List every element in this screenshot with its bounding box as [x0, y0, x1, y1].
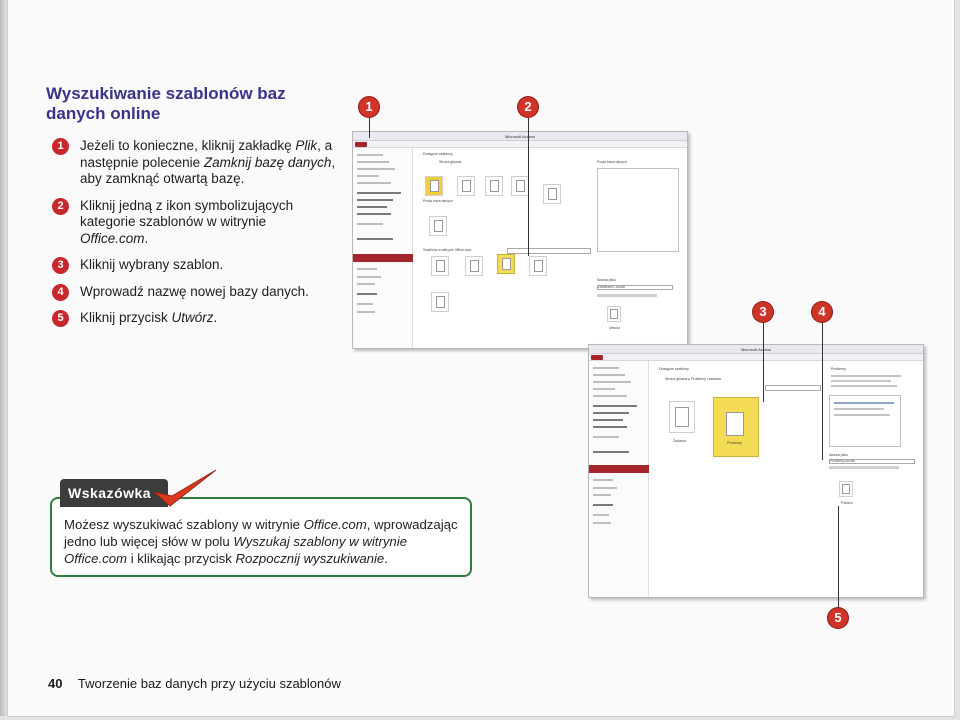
page-footer: 40 Tworzenie baz danych przy użyciu szab… — [48, 676, 341, 691]
backstage-menu — [589, 361, 649, 597]
leader-line-5 — [838, 506, 839, 608]
backstage-menu — [353, 148, 413, 348]
search-office-templates-input[interactable] — [507, 248, 591, 254]
tip-box — [50, 497, 472, 577]
office-templates-label: Szablony w witrynie Office.com — [423, 248, 472, 252]
my-templates-icon-2[interactable] — [429, 216, 447, 236]
create-button[interactable] — [607, 306, 621, 322]
step-4: 4 Wprowadź nazwę nowej bazy danych. — [46, 283, 336, 301]
step-5: 5 Kliknij przycisk Utwórz. — [46, 310, 336, 327]
backstage-new-item[interactable] — [589, 465, 649, 473]
screenshot-backstage-home: Microsoft Access Dostępne szablony Stron… — [352, 131, 688, 349]
ribbon — [353, 141, 687, 148]
file-name-input[interactable]: Database1.accdb — [597, 285, 673, 290]
blank-database-template[interactable] — [425, 176, 443, 196]
callout-5: 5 — [828, 608, 848, 628]
search-office-templates-input[interactable] — [765, 385, 821, 391]
create-label: Utwórz — [609, 326, 620, 330]
template-category-assets[interactable] — [431, 256, 449, 276]
ribbon — [589, 354, 923, 361]
page-title: Wyszukiwanie szablonów baz danych online — [46, 84, 286, 123]
template-category-contacts[interactable] — [465, 256, 483, 276]
download-button[interactable] — [839, 481, 853, 497]
step-marker: 1 — [52, 138, 69, 155]
blank-database-label: Pusta baza danych — [423, 199, 453, 203]
web-database-template[interactable] — [457, 176, 475, 196]
template-category-projects[interactable] — [431, 292, 449, 312]
file-name-label: Nazwa pliku — [597, 278, 616, 282]
right-panel-title: Problemy — [831, 367, 846, 371]
file-tab[interactable] — [355, 142, 367, 147]
home-nav-label[interactable]: Strona główna — [439, 160, 462, 164]
callout-4: 4 — [812, 302, 832, 322]
step-1: 1 Jeżeli to konieczne, kliknij zakładkę … — [46, 138, 336, 188]
callout-3: 3 — [753, 302, 773, 322]
tip-label: Wskazówka — [60, 479, 168, 507]
template-category-events[interactable] — [529, 256, 547, 276]
recent-templates-icon[interactable] — [485, 176, 503, 196]
template-tasks[interactable] — [669, 401, 695, 433]
step-marker: 3 — [52, 257, 69, 274]
page-number: 40 — [48, 676, 63, 691]
file-tab[interactable] — [591, 355, 603, 360]
screenshot-issues-category: Microsoft Access Dostępne szablony Stron… — [588, 344, 924, 598]
file-name-input[interactable]: Problemy.accdb — [829, 459, 915, 464]
leader-line-4 — [822, 322, 823, 460]
leader-line-3 — [763, 322, 764, 402]
step-2: 2 Kliknij jedną z ikon symbolizujących k… — [46, 197, 336, 248]
leader-line-1 — [369, 118, 370, 138]
template-category-issues[interactable] — [497, 254, 515, 274]
download-label: Pobierz — [841, 501, 853, 505]
template-tasks-label: Zadania — [673, 439, 686, 443]
breadcrumb[interactable]: Strona główna ▸ Problemy i zadania — [665, 377, 721, 381]
step-marker: 2 — [52, 197, 69, 215]
page-binding-shadow — [0, 0, 8, 716]
template-preview — [597, 168, 679, 252]
window-title: Microsoft Access — [589, 345, 923, 354]
step-3: 3 Kliknij wybrany szablon. — [46, 257, 336, 274]
steps-list: 1 Jeżeli to konieczne, kliknij zakładkę … — [46, 138, 336, 337]
my-templates-icon[interactable] — [543, 184, 561, 204]
template-issues-label: Problemy — [727, 441, 742, 445]
chapter-title: Tworzenie baz danych przy użyciu szablon… — [77, 676, 341, 691]
step-marker: 5 — [52, 310, 69, 327]
callout-2: 2 — [518, 97, 538, 117]
template-issues[interactable] — [713, 397, 759, 457]
callout-1: 1 — [359, 97, 379, 117]
window-title: Microsoft Access — [353, 132, 687, 141]
sample-templates-icon[interactable] — [511, 176, 529, 196]
step-marker: 4 — [52, 283, 69, 301]
available-templates-label: Dostępne szablony — [659, 367, 689, 371]
file-name-label: Nazwa pliku — [829, 453, 848, 457]
available-templates-label: Dostępne szablony — [423, 152, 453, 156]
tip-text: Możesz wyszukiwać szablony w witrynie Of… — [64, 517, 458, 566]
checkmark-icon — [153, 469, 217, 507]
leader-line-2 — [528, 118, 529, 256]
backstage-new-item[interactable] — [353, 254, 413, 262]
right-panel-title: Pusta baza danych — [597, 160, 627, 164]
template-preview — [829, 395, 901, 447]
